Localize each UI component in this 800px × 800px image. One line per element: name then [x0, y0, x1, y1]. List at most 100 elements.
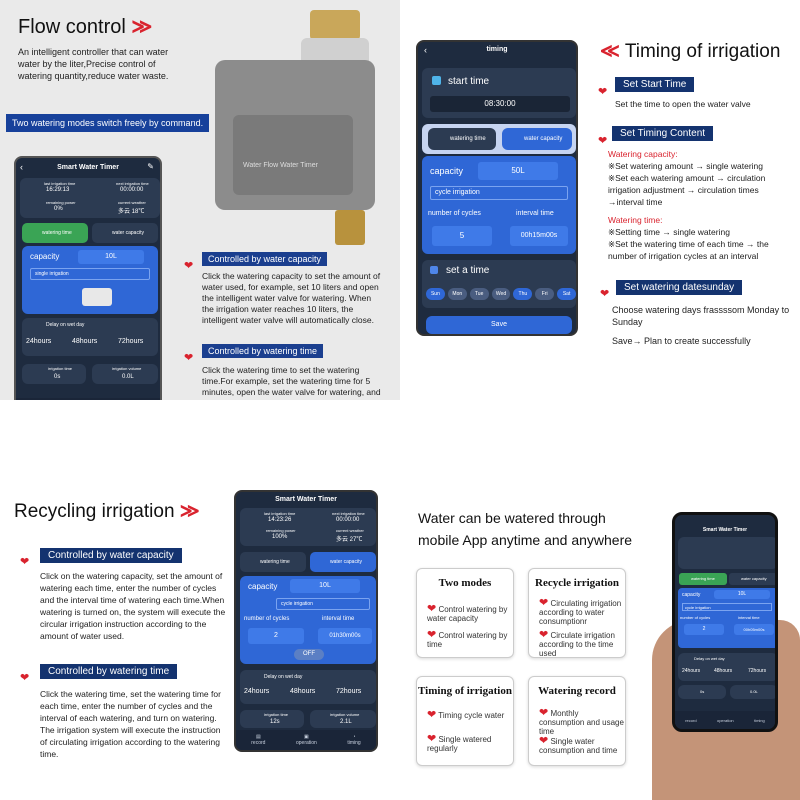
next-time-label: next irrigation time [116, 181, 149, 186]
status-card: last irrigation time 16:29:13 next irrig… [20, 178, 160, 218]
nav-record[interactable]: ▤record [251, 734, 266, 746]
tab-water-capacity[interactable]: water capacity [502, 128, 572, 150]
box-title: Two modes [438, 577, 492, 589]
cycles-input[interactable]: 2 [248, 628, 304, 644]
box-record: Watering record ❤ Monthly consumption an… [528, 676, 626, 766]
mode-select-value: cycle irrigation [685, 605, 711, 610]
heart-icon: ❤ [427, 629, 437, 641]
capacity-input[interactable]: 50L [478, 162, 558, 180]
capacity-input[interactable]: 10L [714, 590, 770, 599]
box-item: Timing cycle water [438, 711, 505, 720]
cycles-input[interactable]: 5 [432, 226, 492, 246]
tab-watering-time[interactable]: watering time [679, 573, 727, 585]
interval-input[interactable]: 00h15m00s [510, 226, 568, 246]
heart-icon: ❤ [20, 556, 30, 568]
capacity-input[interactable]: 10L [78, 250, 144, 264]
heart-icon: ❤ [539, 597, 549, 609]
irrigation-volume-label: irrigation volume [112, 366, 142, 371]
interval-input[interactable]: 01h30m00s [318, 628, 372, 644]
double-arrow-icon: ≫ [131, 16, 153, 38]
last-time-value: 16:29:13 [46, 187, 70, 193]
nav-operation[interactable]: ▣operation [295, 734, 317, 746]
irrigation-volume-card: 0.0L [730, 685, 775, 699]
weekday-chip-mon[interactable]: Mon [447, 288, 467, 300]
start-time-card: start time 08:30:00 [422, 68, 576, 118]
app-title: Smart Water Timer [702, 527, 748, 533]
nav-record-label: record [251, 740, 266, 746]
start-time-input[interactable]: 08:30:00 [430, 96, 570, 112]
mode-banner: Two watering modes switch freely by comm… [6, 114, 210, 132]
heart-icon: ❤ [184, 260, 194, 272]
mode-select[interactable]: cycle irrigation [276, 598, 370, 610]
capacity-input[interactable]: 10L [290, 579, 360, 593]
summary-panel: Water can be watered through mobile App … [400, 400, 800, 800]
tab-water-capacity[interactable]: water capacity [310, 552, 376, 572]
edit-icon[interactable]: ✎ [147, 162, 154, 171]
delay-48[interactable]: 48hours [72, 338, 98, 345]
delay-24[interactable]: 24hours [682, 668, 701, 674]
double-arrow-icon: ≫ [179, 501, 200, 522]
tab-cap-label: water capacity [741, 576, 767, 581]
box-item: Control watering by water capacity [427, 605, 508, 623]
tab-watering-time[interactable]: watering time [240, 552, 306, 572]
weekday-chip-sat[interactable]: Sat [557, 288, 576, 300]
delay-72[interactable]: 72hours [336, 688, 362, 695]
weekday-chip-fri[interactable]: Fri [535, 288, 555, 300]
flow-control-panel: Flow control ≫ An intelligent controller… [0, 0, 400, 400]
status-card [678, 537, 775, 569]
heading-line-2: mobile App anytime and anywhere [418, 532, 633, 548]
delay-72[interactable]: 72hours [118, 338, 144, 345]
interval-input[interactable]: 00h05m00s [734, 624, 774, 635]
nav-timing-label: timing [347, 740, 361, 746]
nav-timing[interactable]: timing [754, 718, 765, 723]
mode-select[interactable]: cycle irrigation [682, 603, 772, 611]
mode-select-value: cycle irrigation [281, 601, 313, 607]
play-icon [432, 76, 441, 85]
tab-watering-time[interactable]: watering time [22, 223, 88, 243]
capacity-card: capacity 10L cycle irrigation number of … [240, 576, 376, 664]
nav-timing[interactable]: ◔timing [347, 734, 361, 746]
tab-water-capacity[interactable]: water capacity [729, 573, 775, 585]
delay-72[interactable]: 72hours [748, 668, 767, 674]
capacity-card: capacity 10L single irrigation [22, 246, 158, 314]
weekday-chip-tue[interactable]: Tue [469, 288, 489, 300]
hand-phone: Smart Water Timer watering time water ca… [672, 512, 778, 732]
weekday-chip-wed[interactable]: Wed [491, 288, 511, 300]
last-time-value: 14:23:26 [268, 517, 292, 523]
delay-24[interactable]: 24hours [244, 688, 270, 695]
tag-timing-content: Set Timing Content [612, 126, 714, 141]
cycles-input[interactable]: 2 [684, 624, 724, 635]
nav-operation-label: operation [716, 717, 734, 723]
delay-24[interactable]: 24hours [26, 338, 52, 345]
weather-value: 多云 27℃ [336, 537, 363, 543]
toggle-switch[interactable]: OFF [294, 649, 324, 660]
save-button[interactable]: Save [426, 316, 572, 334]
box-title: Recycle irrigation [535, 577, 619, 589]
irrigation-volume-card: irrigation volume 0.0L [92, 364, 158, 384]
save-text: Save→ Plan to create successfully [612, 336, 751, 346]
tab-watering-time[interactable]: watering time [428, 128, 496, 150]
weekday-chip-sun[interactable]: Sun [426, 288, 445, 300]
delay-48[interactable]: 48hours [714, 668, 733, 674]
tab-cap-label: water capacity [330, 559, 362, 565]
back-icon[interactable]: ‹ [20, 162, 23, 172]
back-icon[interactable]: ‹ [424, 45, 427, 55]
interval-label: interval time [322, 616, 355, 622]
tab-water-capacity[interactable]: water capacity [92, 223, 158, 243]
tab-time-label: watering time [42, 230, 72, 236]
nav-record[interactable]: record [685, 718, 696, 723]
weather-label: current weather [336, 528, 364, 533]
weekday-chip-thu[interactable]: Thu [513, 288, 533, 300]
irrigation-volume-label: irrigation volume [330, 712, 360, 717]
delay-48[interactable]: 48hours [290, 688, 316, 695]
time-text: Click the watering time, set the waterin… [40, 689, 221, 759]
mode-select[interactable]: single irrigation [30, 268, 150, 280]
cycles-label: number of cycles [428, 210, 481, 217]
mode-select[interactable]: cycle irrigation [430, 186, 568, 200]
box-item: Control watering by time [427, 631, 508, 649]
phone-screen: ‹ Smart Water Timer ✎ last irrigation ti… [14, 156, 162, 400]
capacity-head: Watering capacity: [608, 149, 678, 159]
nav-operation[interactable]: operation [717, 718, 734, 723]
tag-capacity: Controlled by water capacity [40, 548, 182, 563]
